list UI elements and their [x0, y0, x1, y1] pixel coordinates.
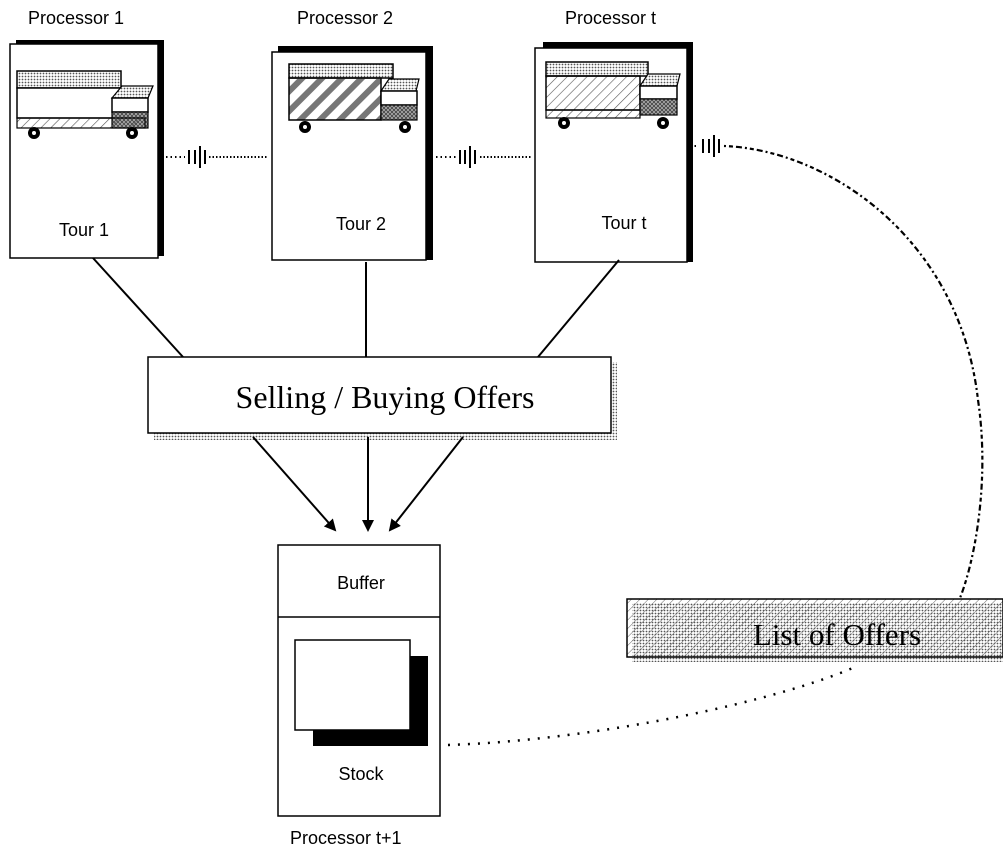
truck-icon — [288, 63, 420, 133]
connector-2-t — [436, 146, 532, 168]
processor-card-t: Processor t Tour t — [534, 8, 693, 263]
list-of-offers-box: List of Offers — [626, 598, 1003, 662]
truck-icon — [545, 61, 681, 129]
processor-t-plus-1-title: Processor t+1 — [290, 828, 402, 848]
offers-to-buffer-arrows — [252, 436, 464, 532]
processor-t-plus-1: Buffer Stock Processor t+1 — [277, 544, 441, 848]
tour-label-1: Tour 1 — [59, 220, 109, 240]
offers-box-frame — [147, 356, 612, 434]
tour-label-2: Tour 2 — [336, 214, 386, 234]
card-to-offers-lines — [92, 257, 620, 358]
list-of-offers-label: List of Offers — [753, 617, 921, 652]
connector-1-2 — [166, 146, 268, 168]
connector-t-out — [690, 135, 720, 157]
offers-box-label: Selling / Buying Offers — [236, 379, 535, 415]
processor-link-connectors — [166, 135, 720, 168]
offers-broadcast-path — [723, 144, 984, 599]
processor-title-2: Processor 2 — [297, 8, 393, 28]
stock-to-list-path — [447, 665, 856, 747]
truck-icon — [16, 70, 154, 139]
offers-box: Selling / Buying Offers — [147, 356, 617, 440]
tour-label-t: Tour t — [601, 213, 646, 233]
stock-label: Stock — [338, 764, 384, 784]
list-frame — [626, 598, 1003, 658]
processor-card-2: Processor 2 Tour 2 — [271, 8, 433, 261]
processor-title-1: Processor 1 — [28, 8, 124, 28]
processor-card-1: Processor 1 Tour 1 — [9, 8, 164, 259]
buffer-label: Buffer — [337, 573, 385, 593]
stock-box — [294, 639, 411, 731]
processor-title-t: Processor t — [565, 8, 656, 28]
